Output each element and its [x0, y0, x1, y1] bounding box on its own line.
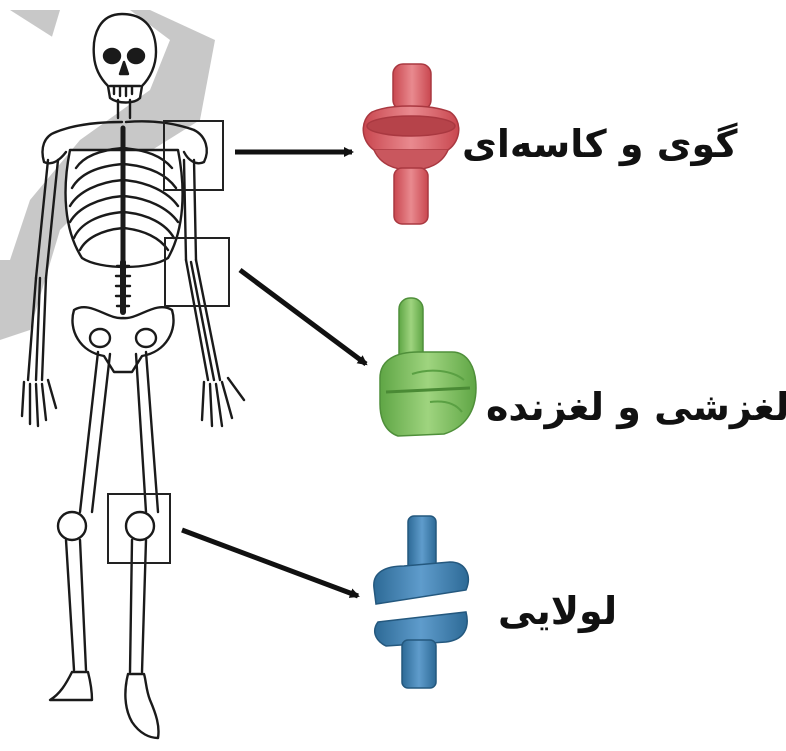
arrow-to-gliding-joint: [240, 270, 366, 364]
ball-and-socket-joint-label: گوی و کاسه‌ای: [462, 125, 737, 163]
hinge-joint-icon: [374, 516, 468, 688]
hinge-joint-label: لولایی: [498, 592, 617, 630]
arrow-to-hinge-joint: [182, 530, 358, 596]
arrows: [182, 152, 366, 596]
ball-and-socket-joint-icon: [363, 64, 459, 224]
gliding-joint-icon: [380, 298, 476, 436]
gliding-joint-label: لغزشی و لغزنده: [486, 388, 786, 426]
